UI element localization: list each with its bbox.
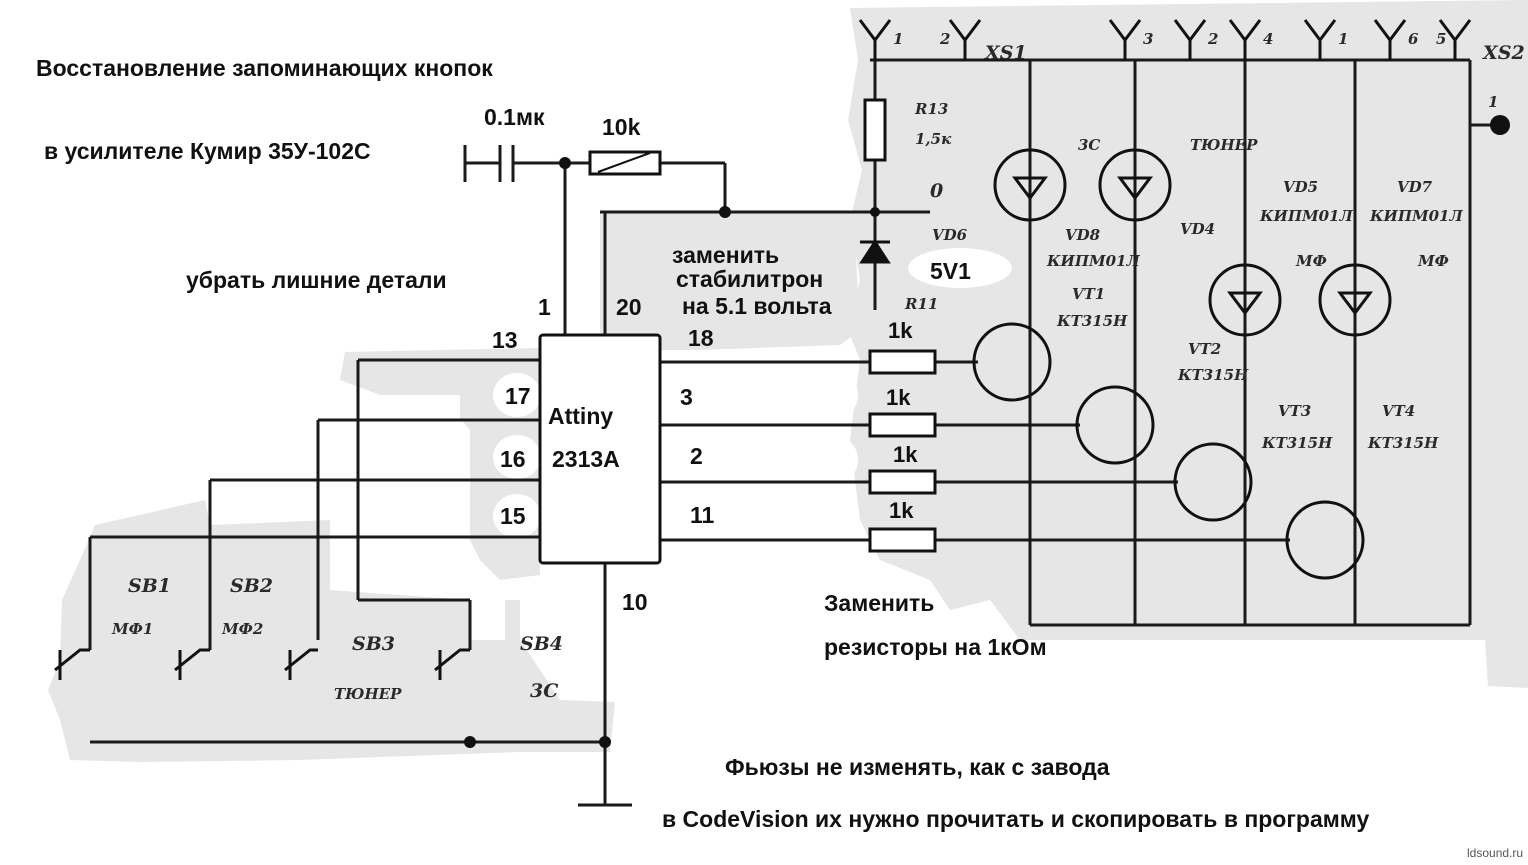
- pin-1-label: 1: [538, 294, 551, 320]
- xs2-pin-3: 3: [1143, 30, 1154, 48]
- title-line-1: Восстановление запоминающих кнопок: [36, 55, 493, 81]
- pin-17-label: 17: [505, 383, 531, 409]
- led-tuner-label: ТЮНЕР: [1190, 136, 1258, 154]
- note-replace-resistors-2: резисторы на 1кОм: [824, 634, 1047, 660]
- vd8-type: КИПМ01Л: [1047, 252, 1140, 270]
- sb2-sub: МФ2: [222, 620, 264, 638]
- sb4-label: SB4: [520, 633, 564, 655]
- resistor-1k-label-4: 1k: [889, 498, 914, 523]
- r13-value: 1,5к: [915, 130, 952, 148]
- vt4-type: КТ315Н: [1368, 434, 1439, 452]
- note-replace-zener-2: стабилитрон: [676, 266, 824, 292]
- scan-background: [48, 0, 1528, 762]
- pin-10-label: 10: [622, 589, 648, 615]
- chip-name-line-2: 2313A: [552, 446, 620, 472]
- resistor-1k-label-2: 1k: [886, 385, 911, 410]
- sb4-sub: 3С: [530, 680, 559, 702]
- node-zero-label: 0: [930, 180, 944, 202]
- led-mf1-label: МФ: [1296, 252, 1327, 270]
- sb3-label: SB3: [352, 633, 396, 655]
- r11-label: R11: [905, 295, 939, 313]
- note-remove-parts: убрать лишние детали: [186, 267, 447, 293]
- xs2-pin-5: 5: [1436, 30, 1447, 48]
- xs1-pin-1: 1: [893, 30, 904, 48]
- vt2-type: КТ315Н: [1178, 366, 1249, 384]
- capacitor-label: 0.1мк: [484, 104, 545, 130]
- vt2-label: VT2: [1188, 340, 1222, 358]
- xs2-side-pin: 1: [1488, 93, 1499, 111]
- vd5-label: VD5: [1283, 178, 1319, 196]
- pin-11-label: 11: [690, 502, 715, 528]
- vd7-type: КИПМ01Л: [1370, 207, 1463, 225]
- attiny-chip: [538, 333, 662, 565]
- note-fuses-2: в CodeVision их нужно прочитать и скопир…: [662, 806, 1370, 832]
- r13-label: R13: [915, 100, 949, 118]
- title-line-2: в усилителе Кумир 35У-102С: [44, 138, 371, 164]
- vd4-label: VD4: [1180, 220, 1216, 238]
- zener-diode: [859, 239, 891, 264]
- resistor-10k-label: 10k: [602, 114, 641, 140]
- xs2-pin-4: 4: [1263, 30, 1274, 48]
- xs1-pin-2: 2: [940, 30, 951, 48]
- pin-2-label: 2: [690, 443, 703, 469]
- xs2-pin-2: 2: [1208, 30, 1219, 48]
- sb1-label: SB1: [128, 575, 172, 597]
- pin-16-label: 16: [500, 446, 526, 472]
- vt1-label: VT1: [1072, 285, 1106, 303]
- pin-18-label: 18: [688, 325, 714, 351]
- vt1-type: КТ315Н: [1057, 312, 1128, 330]
- vd8-label: VD8: [1065, 226, 1101, 244]
- vd6-label: VD6: [932, 226, 968, 244]
- note-fuses-1: Фьюзы не изменять, как с завода: [725, 754, 1110, 780]
- resistor-1k-label-1: 1k: [888, 318, 913, 343]
- led-mf2-label: МФ: [1418, 252, 1449, 270]
- zener-5v1-label: 5V1: [930, 258, 971, 284]
- pin-15-label: 15: [500, 503, 526, 529]
- note-replace-zener-3: на 5.1 вольта: [682, 293, 832, 319]
- note-replace-zener-1: заменить: [672, 242, 780, 268]
- resistors-1k: [868, 349, 937, 553]
- vd7-label: VD7: [1397, 178, 1433, 196]
- note-replace-resistors-1: Заменить: [824, 590, 935, 616]
- xs2-pin-6: 6: [1408, 30, 1419, 48]
- sb1-sub: МФ1: [112, 620, 154, 638]
- pin-20-label: 20: [616, 294, 642, 320]
- sb2-label: SB2: [230, 575, 274, 597]
- led-3c-label: 3С: [1078, 136, 1101, 154]
- chip-name-line-1: Attiny: [548, 403, 614, 429]
- xs2-label: XS2: [1483, 42, 1525, 64]
- resistor-1k-label-3: 1k: [893, 442, 918, 467]
- vt4-label: VT4: [1382, 402, 1416, 420]
- vt3-type: КТ315Н: [1262, 434, 1333, 452]
- junction-dots: [464, 115, 1510, 748]
- connector-pins: [858, 19, 1472, 60]
- vd5-type: КИПМ01Л: [1260, 207, 1353, 225]
- transistors: [972, 322, 1365, 580]
- xs1-label: XS1: [985, 42, 1027, 64]
- push-buttons: [54, 648, 470, 680]
- pin-13-label: 13: [492, 327, 518, 353]
- resistor-r13: [863, 98, 887, 162]
- pin-3-label: 3: [680, 384, 693, 410]
- sb3-sub: ТЮНЕР: [334, 685, 402, 703]
- leds: [993, 148, 1392, 337]
- vt3-label: VT3: [1278, 402, 1312, 420]
- watermark: ldsound.ru: [1467, 846, 1524, 860]
- xs2-pin-1: 1: [1338, 30, 1349, 48]
